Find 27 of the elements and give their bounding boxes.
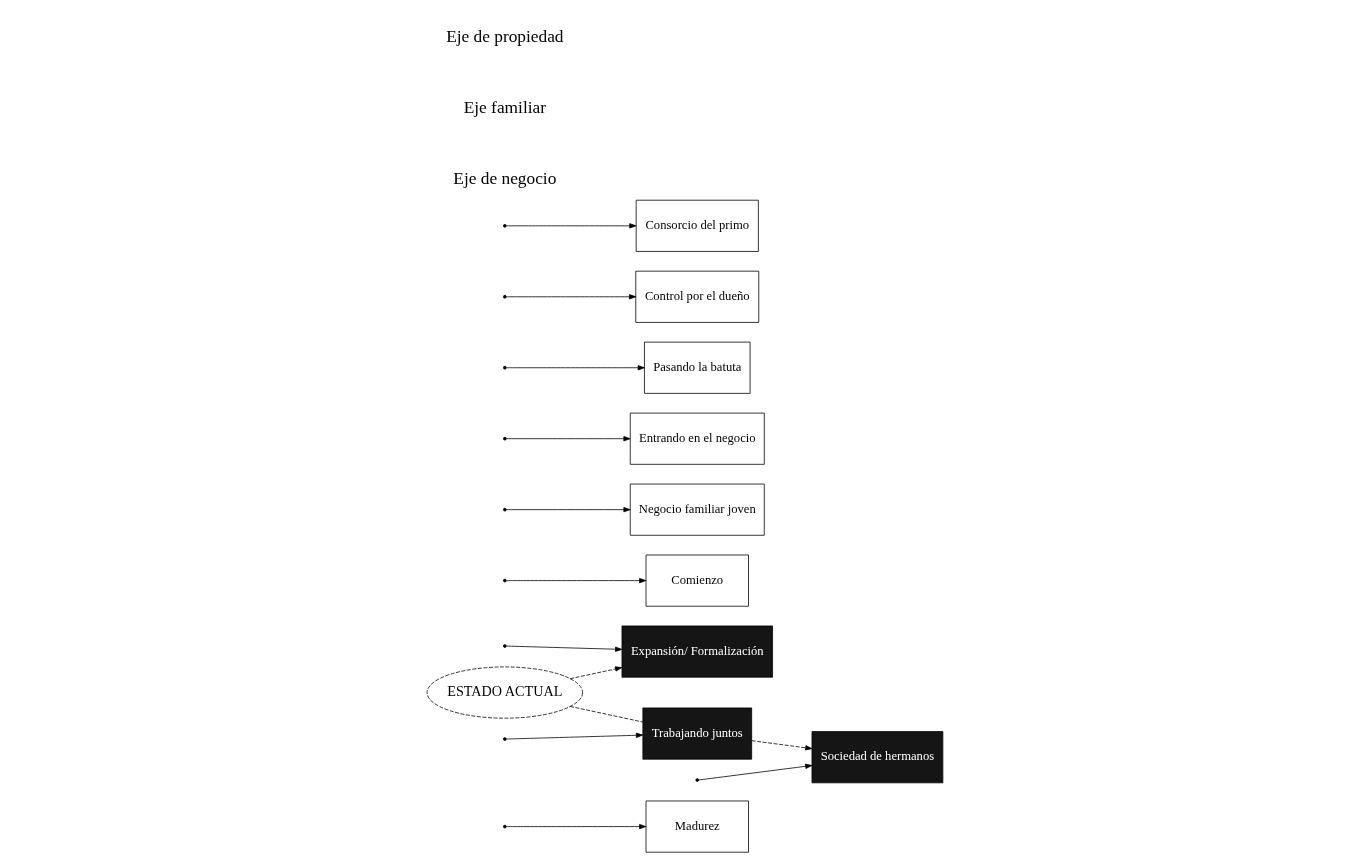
node-box: Comienzo [645, 554, 749, 607]
arrow [506, 294, 637, 300]
arrow [506, 732, 644, 740]
node-box: Madurez [645, 800, 749, 853]
arrow [506, 578, 647, 584]
arrow [506, 507, 631, 513]
arrow [698, 763, 813, 781]
arrow [506, 824, 647, 830]
node-box: Pasando la batuta [644, 341, 751, 394]
node-box: Consorcio del primo [635, 199, 759, 252]
arrow [506, 436, 631, 442]
label: Eje de propiedad [446, 26, 564, 46]
arrow [506, 365, 645, 371]
arrow [506, 223, 637, 229]
connector [569, 706, 644, 723]
node-box: Sociedad de hermanos [811, 731, 944, 784]
node-box: Trabajando juntos [642, 707, 753, 760]
label: Eje de negocio [453, 168, 557, 188]
node-box: Control por el dueño [635, 270, 760, 323]
label: Eje familiar [463, 97, 546, 117]
node-box: Entrando en el negocio [629, 412, 765, 465]
arrow [569, 666, 623, 680]
node-box: Negocio familiar joven [629, 483, 765, 536]
arrow [506, 645, 623, 652]
node-ellipse: ESTADO ACTUAL [426, 666, 583, 719]
node-box: Expansión/ Formalización [621, 625, 773, 678]
arrow [751, 740, 813, 751]
